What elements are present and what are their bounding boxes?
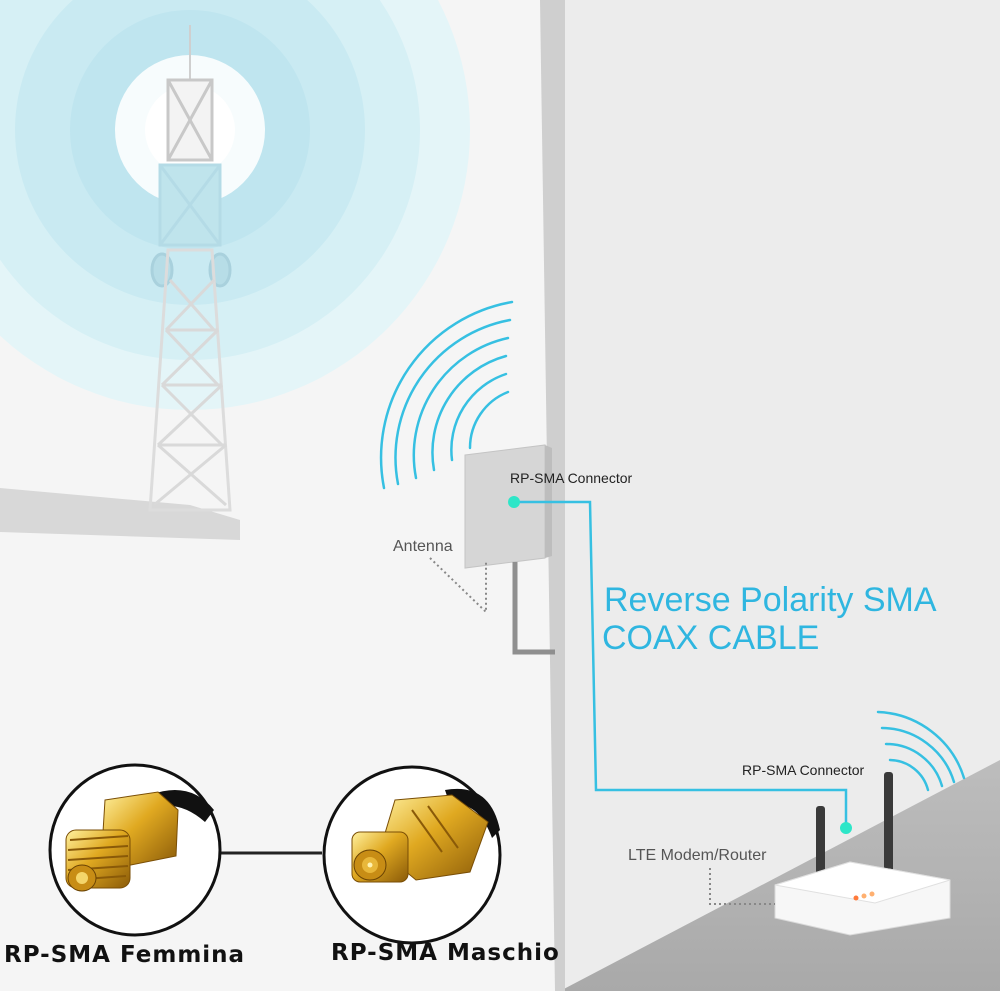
male-connector-caption: RP-SMA Maschio (331, 940, 560, 966)
rp-sma-female-connector-image (48, 763, 222, 937)
cable-title-line2: COAX CABLE (602, 619, 820, 657)
coax-cable-path (514, 500, 848, 828)
female-connector-caption: RP-SMA Femmina (4, 942, 246, 968)
rp-sma-male-connector-image (322, 765, 502, 945)
cable-title-line1: Reverse Polarity SMA (604, 581, 937, 619)
antenna-pointer (429, 557, 487, 615)
router-signal-icon (876, 710, 966, 792)
tower-shadow (0, 488, 240, 540)
router-icon (774, 772, 951, 936)
router-label: LTE Modem/Router (628, 847, 767, 864)
wall-edge (540, 0, 565, 991)
connector-node-top (508, 496, 520, 508)
antenna-signal-icon (379, 300, 514, 490)
router-pointer (709, 868, 775, 905)
antenna-cable (512, 562, 555, 655)
panel-antenna-icon (464, 444, 552, 569)
connector-label-top: RP-SMA Connector (510, 470, 633, 486)
connector-node-bottom (840, 822, 852, 834)
connector-label-bottom: RP-SMA Connector (742, 762, 865, 778)
cell-tower-icon (148, 25, 232, 512)
antenna-label: Antenna (393, 538, 453, 555)
